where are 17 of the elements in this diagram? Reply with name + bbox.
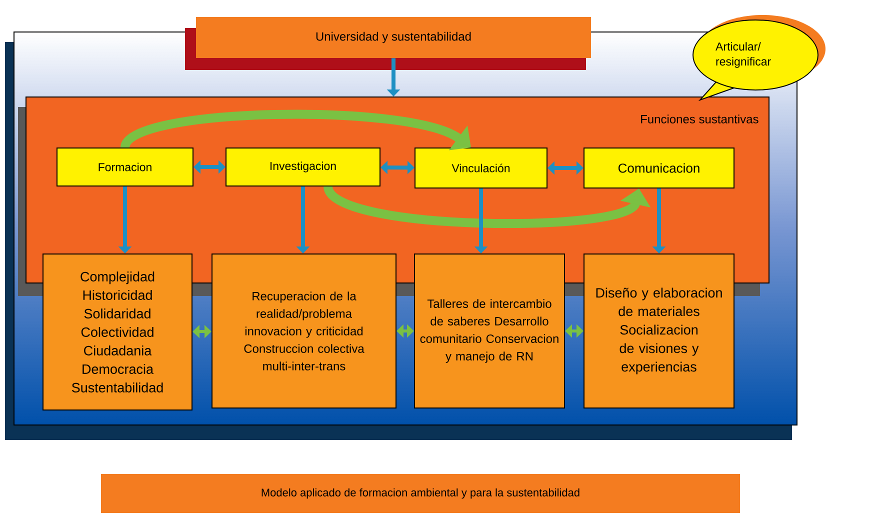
speech-bubble: Articular/ resignificar	[692, 15, 826, 102]
arrow	[194, 160, 226, 174]
function-box: Comunicacion	[584, 148, 734, 188]
title-banner: Universidad y sustentabilidad	[185, 17, 591, 70]
topic-box: Talleres de intercambio de saberes Desarrollo comunitario Conservacion y manejo de RN	[414, 254, 565, 408]
arrow	[380, 160, 414, 174]
arrow	[565, 324, 584, 338]
topic-box: Recuperacion de la realidad/problema innovacion y criticidad Construccion colectiva multi-inter-trans	[212, 254, 396, 408]
topic-box: Complejidad Historicidad Solidaridad Colectividad Ciudadania Democracia Sustentabilidad	[42, 254, 192, 410]
arrow	[396, 324, 414, 338]
function-box: Vinculación	[414, 148, 548, 188]
topic-box: Diseño y elaboracion de materiales Socializacion de visiones y experiencias	[584, 254, 734, 408]
arrow	[192, 324, 212, 338]
caption-box: Modelo aplicado de formacion ambiental y para la sustentabilidad	[101, 474, 740, 513]
arrow	[548, 161, 584, 175]
function-box: Formacion	[56, 148, 194, 186]
function-box: Investigacion	[226, 148, 380, 186]
